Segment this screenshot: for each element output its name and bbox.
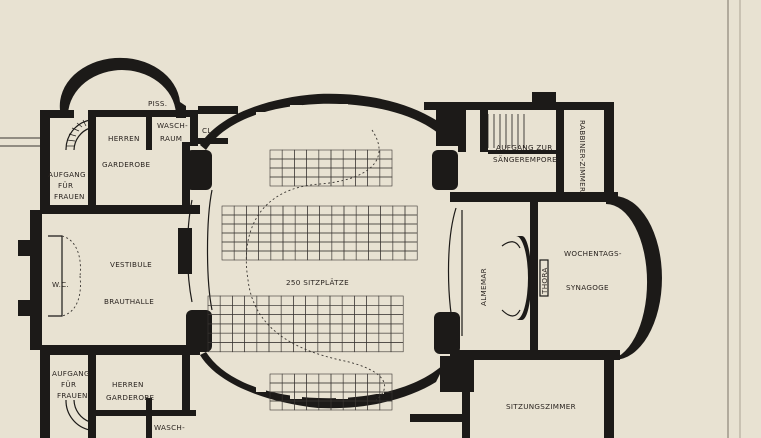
label-waschraum-top-2: RAUM — [160, 134, 182, 143]
seat-cell — [379, 176, 393, 187]
label-piss: PISS. — [148, 99, 167, 108]
stair-top-left — [65, 119, 91, 151]
label-herren-garderobe-bottom-2: GARDEROBE — [106, 393, 155, 402]
rotunda-walls — [178, 93, 474, 409]
label-waschraum-top-1: WASCH- — [157, 121, 188, 130]
label-wochentagssynagoge-1: WOCHENTAGS- — [564, 249, 622, 258]
label-aufgang-saengerempore-2: SÄNGEREMPORE — [493, 155, 557, 164]
room-labels: HERREN GARDEROBE WASCH- RAUM PISS. CL AU… — [48, 99, 622, 432]
seat-cell — [390, 342, 404, 353]
right-wing-walls — [410, 92, 662, 438]
label-wc: W.C. — [52, 280, 69, 289]
label-aufgang-frauen-top-3: FRAUEN — [54, 192, 85, 201]
label-herren-garderobe-bottom-1: HERREN — [112, 380, 144, 389]
label-vestibule: VESTIBULE — [110, 260, 152, 269]
label-cl: CL — [202, 126, 212, 135]
label-aufgang-saengerempore-1: AUFGANG ZUR — [496, 143, 553, 152]
label-aufgang-frauen-top-2: FÜR — [58, 181, 73, 190]
label-aufgang-frauen-bottom-3: FRAUEN — [57, 391, 88, 400]
stair-right — [487, 114, 525, 148]
label-herren-garderobe-top-2: GARDEROBE — [102, 160, 151, 169]
label-aufgang-frauen-bottom-1: AUFGANG — [52, 369, 90, 378]
label-wochentagssynagoge-2: SYNAGOGE — [566, 283, 609, 292]
seat-cell — [379, 400, 393, 411]
left-wing-walls — [18, 57, 238, 438]
stair-bottom-left — [65, 399, 91, 431]
label-brauthalle: BRAUTHALLE — [104, 297, 154, 306]
label-aufgang-frauen-bottom-2: FÜR — [61, 380, 76, 389]
label-sitzungszimmer: SITZUNGSZIMMER — [506, 402, 576, 411]
seating-area — [207, 149, 418, 411]
label-waschraum-bottom: WASCH- — [154, 423, 185, 432]
label-herren-garderobe-top-1: HERREN — [108, 134, 140, 143]
label-thora: THORA — [540, 267, 549, 295]
seat-cell — [404, 250, 418, 261]
processional-path — [245, 129, 386, 401]
label-sitzplaetze: 250 SITZPLÄTZE — [286, 278, 349, 287]
label-almemar: ALMEMAR — [479, 268, 488, 306]
label-rabbinerzimmer: RABBINER-ZIMMER — [578, 120, 587, 192]
label-aufgang-frauen-top-1: AUFGANG — [48, 170, 86, 179]
